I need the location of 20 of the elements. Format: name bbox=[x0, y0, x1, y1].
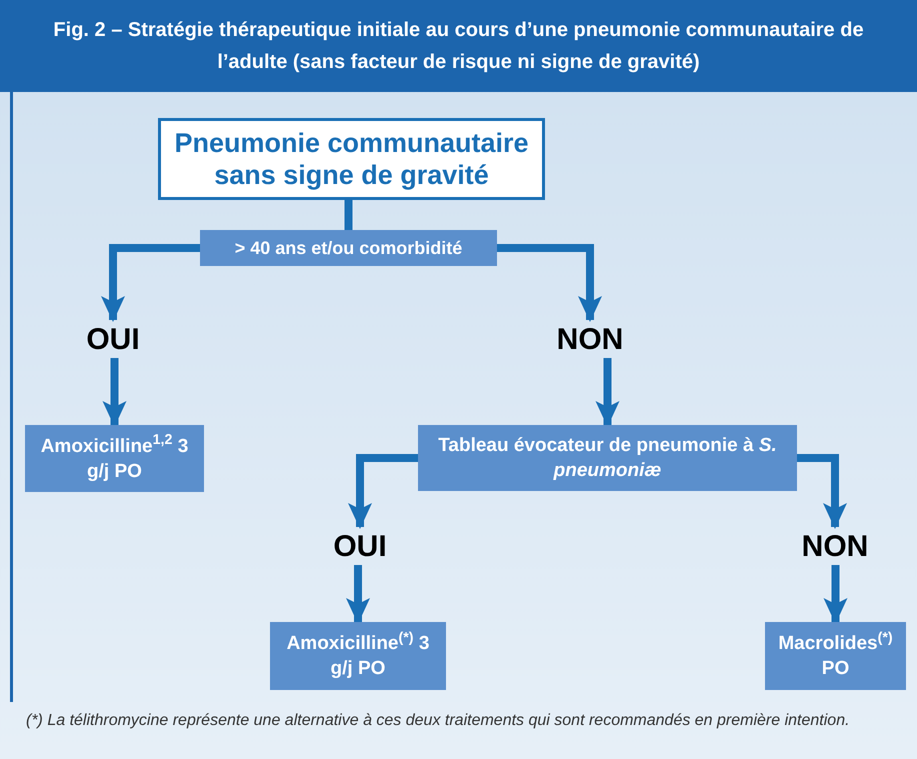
process-box: Macrolides$^{(*)}$ PO bbox=[765, 622, 906, 690]
title: Fig. 2 – Stratégie thérapeutique initiale au cours d’une pneumonie communautaire de l’adulte (sans facteur de risque ni signe de gravité) bbox=[52, 18, 865, 75]
answer-label: NON bbox=[545, 320, 635, 358]
answer-label: OUI bbox=[317, 527, 403, 565]
arrow bbox=[824, 565, 848, 624]
arrow bbox=[797, 454, 847, 529]
arrow bbox=[497, 244, 602, 322]
arrow bbox=[346, 565, 370, 624]
answer-label: OUI bbox=[70, 320, 156, 358]
process-box: Amoxicilline$^{(*)}$ 3 g/j PO bbox=[270, 622, 446, 690]
condition-band: > 40 ans et/ou comorbidité bbox=[200, 230, 497, 266]
arrow bbox=[102, 358, 126, 427]
process-box: Tableau évocateur de pneumonie à S. pneumoniæ bbox=[418, 425, 797, 491]
arrow bbox=[348, 454, 418, 529]
footnote: (*) La télithromycine représente une alternative à ces deux traitements qui sont recommandés en première intention. bbox=[26, 711, 851, 731]
process-box: Amoxicilline$^{1,2}$ 3 g/j PO bbox=[25, 425, 204, 492]
answer-label: NON bbox=[790, 527, 880, 565]
start-box: Pneumonie communautaire sans signe de gravité bbox=[158, 118, 545, 200]
arrow bbox=[101, 244, 200, 322]
connector-line bbox=[344, 200, 352, 230]
